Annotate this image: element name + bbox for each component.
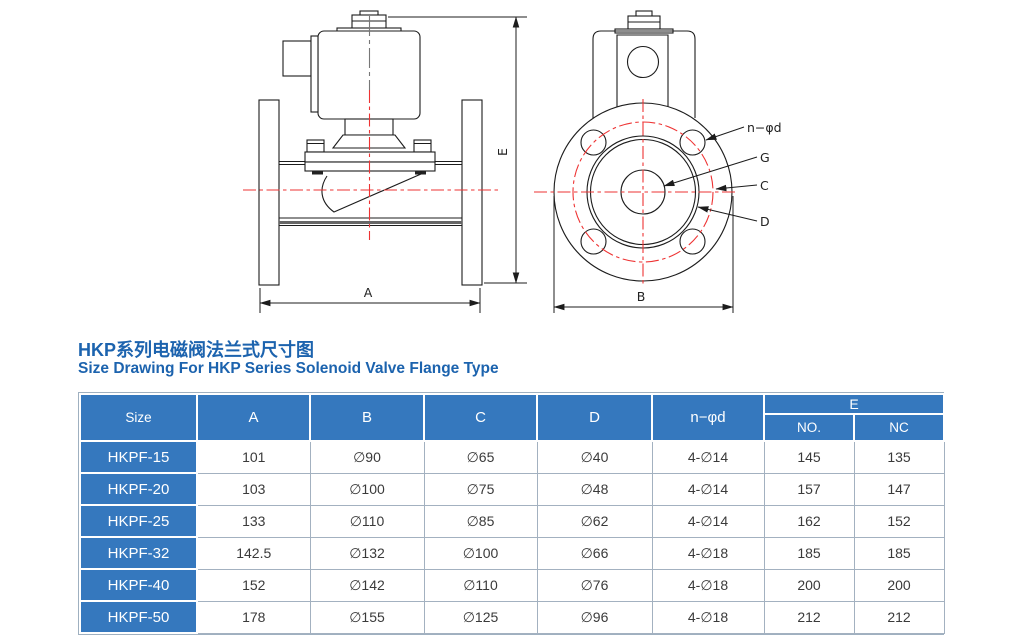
table-cell: 185 [853,536,945,570]
side-view-drawing [258,10,483,286]
col-header-no: NO. [763,413,855,442]
table-cell: 4-∅14 [651,472,765,506]
table-cell: 212 [763,600,855,634]
table-row: HKPF-32 142.5 ∅132 ∅100 ∅66 4-∅18 185 18… [79,536,945,570]
valve-technical-drawing: E A B n−φd G C D [243,10,782,313]
table-cell: 178 [196,600,311,634]
label-c: C [760,178,769,193]
row-header-size: HKPF-15 [79,440,198,474]
header-row-1: Size A B C D n−φd E [79,392,945,442]
table-cell: 212 [853,600,945,634]
table-cell: ∅142 [309,568,425,602]
table-cell: ∅48 [536,472,653,506]
page-title-zh: HKP系列电磁阀法兰式尺寸图 [78,340,315,360]
coil-mounting-hole [626,45,660,79]
table-cell: 162 [763,504,855,538]
table-cell: 103 [196,472,311,506]
row-header-size: HKPF-50 [79,600,198,634]
leader-lines [663,126,758,222]
col-header-e: E [763,392,945,416]
leader-n-phi-d [705,126,745,141]
table-cell: ∅90 [309,440,425,474]
bolt-hole [580,129,607,156]
col-header-a: A [196,393,311,442]
table-cell: 142.5 [196,536,311,570]
table-row: HKPF-15 101 ∅90 ∅65 ∅40 4-∅14 145 135 [79,440,945,474]
bolt-hole [679,228,706,255]
page-title-en: Size Drawing For HKP Series Solenoid Val… [78,360,499,377]
col-header-size: Size [79,393,198,442]
table-cell: 101 [196,440,311,474]
dimension-table: Size A B C D n−φd E NO. NC HKPF-15 101 ∅… [79,392,945,634]
table-cell: 152 [196,568,311,602]
table-cell: ∅125 [423,600,538,634]
table-cell: ∅110 [423,568,538,602]
table-cell: ∅100 [309,472,425,506]
table-cell: 157 [763,472,855,506]
table-cell: 4-∅18 [651,536,765,570]
table-cell: ∅85 [423,504,538,538]
dim-label-e: E [495,148,510,156]
table-row: HKPF-25 133 ∅110 ∅85 ∅62 4-∅14 162 152 [79,504,945,538]
label-d: D [760,214,770,229]
leader-d [697,206,758,222]
col-header-nc: NC [853,413,945,442]
dimension-table-wrapper: Size A B C D n−φd E NO. NC HKPF-15 101 ∅… [78,392,945,635]
header-row-2: NO. NC [80,413,945,442]
bolt-circle [572,121,714,263]
table-cell: 4-∅18 [651,600,765,634]
dim-label-b: B [637,289,646,304]
col-header-d: D [536,393,653,442]
col-header-n-phi-d: n−φd [651,393,765,442]
table-cell: ∅40 [536,440,653,474]
right-flange [461,99,483,286]
table-cell: ∅76 [536,568,653,602]
dimension-a [259,288,481,313]
col-header-b: B [309,393,425,442]
table-cell: ∅96 [536,600,653,634]
table-cell: 147 [853,472,945,506]
table-row: HKPF-20 103 ∅100 ∅75 ∅48 4-∅14 157 147 [79,472,945,506]
cable-connector [282,40,312,77]
table-cell: ∅75 [423,472,538,506]
table-cell: 135 [853,440,945,474]
table-cell: 145 [763,440,855,474]
table-cell: 200 [853,568,945,602]
table-cell: ∅66 [536,536,653,570]
table-cell: 4-∅14 [651,440,765,474]
label-n-phi-d: n−φd [747,120,782,135]
table-cell: 152 [853,504,945,538]
leader-g [663,156,758,187]
row-header-size: HKPF-25 [79,504,198,538]
table-cell: ∅65 [423,440,538,474]
table-cell: ∅62 [536,504,653,538]
dim-label-a: A [364,285,373,300]
row-header-size: HKPF-20 [79,472,198,506]
table-cell: ∅132 [309,536,425,570]
leader-c [715,184,758,192]
table-cell: 4-∅18 [651,568,765,602]
dimension-e [388,16,527,284]
table-cell: ∅155 [309,600,425,634]
bolt-hole [679,129,706,156]
table-cell: ∅100 [423,536,538,570]
centerlines [243,90,737,285]
table-row: HKPF-50 178 ∅155 ∅125 ∅96 4-∅18 212 212 [79,600,945,634]
table-cell: ∅110 [309,504,425,538]
row-header-size: HKPF-40 [79,568,198,602]
table-cell: 133 [196,504,311,538]
label-g: G [760,150,770,165]
row-header-size: HKPF-32 [79,536,198,570]
table-cell: 185 [763,536,855,570]
bolt-hole [580,228,607,255]
col-header-c: C [423,393,538,442]
table-cell: 200 [763,568,855,602]
left-flange [258,99,280,286]
table-row: HKPF-40 152 ∅142 ∅110 ∅76 4-∅18 200 200 [79,568,945,602]
table-cell: 4-∅14 [651,504,765,538]
